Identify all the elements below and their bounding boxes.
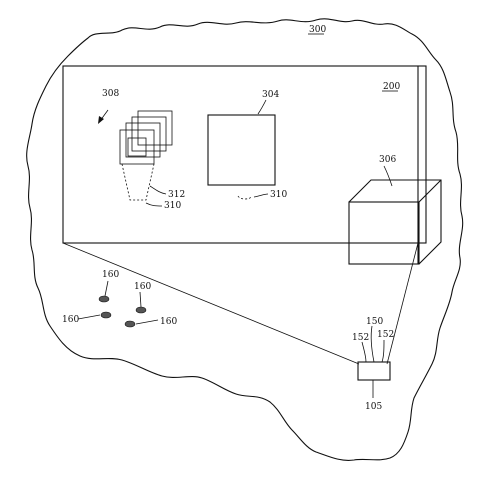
sensor-dot-2 (135, 306, 147, 314)
label-160-top: 160 (102, 270, 119, 280)
marker-310 (237, 195, 253, 200)
label-105: 105 (365, 402, 382, 412)
label-160-right: 160 (134, 282, 151, 292)
sensor-dot-4 (124, 320, 136, 328)
arrowhead-308 (98, 116, 104, 124)
label-304: 304 (262, 90, 279, 100)
label-312: 312 (168, 190, 185, 200)
stacked-windows (119, 110, 173, 165)
label-306: 306 (379, 155, 396, 165)
leader-152-left (361, 341, 367, 363)
leader-160-bottom (135, 319, 159, 325)
leader-310-right (253, 193, 269, 198)
leader-306 (383, 165, 393, 187)
leader-310-left (145, 202, 163, 207)
device-105 (357, 361, 391, 381)
cube-306 (348, 66, 442, 265)
label-310-left: 310 (164, 201, 181, 211)
environment-boundary (26, 18, 464, 461)
view-line-right (386, 242, 419, 365)
label-200: 200 (383, 82, 400, 92)
leader-160-left (77, 314, 101, 320)
leader-150 (370, 325, 375, 363)
leader-152-right (381, 339, 385, 363)
label-152-left: 152 (352, 333, 369, 343)
stack-projection (121, 163, 155, 201)
label-152-right: 152 (377, 330, 394, 340)
display-panel (62, 65, 427, 244)
label-150: 150 (366, 317, 383, 327)
label-310-right: 310 (270, 190, 287, 200)
sensor-dot-1 (98, 295, 110, 303)
leader-312 (149, 185, 167, 195)
sensor-dot-3 (100, 311, 112, 319)
leader-304 (257, 99, 267, 115)
leader-160-top (104, 280, 109, 297)
window-304 (207, 114, 276, 186)
label-308: 308 (102, 89, 119, 99)
label-300: 300 (309, 25, 326, 35)
label-160-left: 160 (62, 315, 79, 325)
leader-160-right (139, 291, 142, 308)
view-line-left (62, 242, 360, 365)
label-160-bottom: 160 (160, 317, 177, 327)
